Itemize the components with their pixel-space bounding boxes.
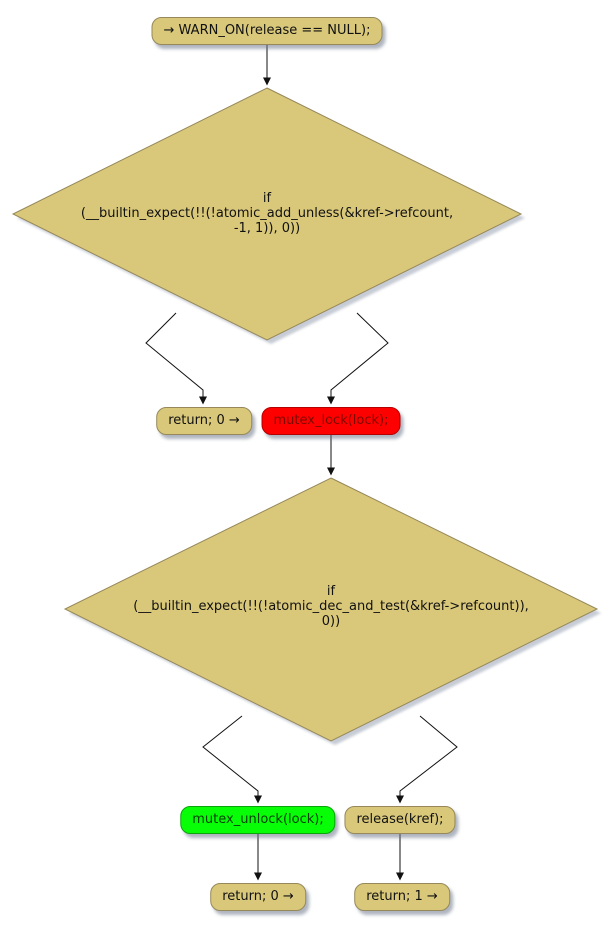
edge-if2-to-mutexunlock	[202, 715, 262, 804]
mutex-lock-node: mutex_lock(lock);	[261, 407, 401, 435]
if1-diamond	[11, 87, 523, 341]
edge-if2-to-release	[396, 715, 458, 804]
return-0-second-node: return; 0 →	[210, 883, 306, 911]
mutex-unlock-node: mutex_unlock(lock);	[180, 806, 336, 834]
return-1-node: return; 1 →	[354, 883, 450, 911]
edge-if1-to-mutexlock	[327, 312, 389, 405]
release-node: release(kref);	[344, 806, 456, 834]
edge-if1-to-return0	[145, 312, 207, 405]
return-0-first-node: return; 0 →	[156, 407, 252, 435]
if2-diamond	[63, 477, 599, 742]
warn-on-node: → WARN_ON(release == NULL);	[151, 17, 383, 45]
